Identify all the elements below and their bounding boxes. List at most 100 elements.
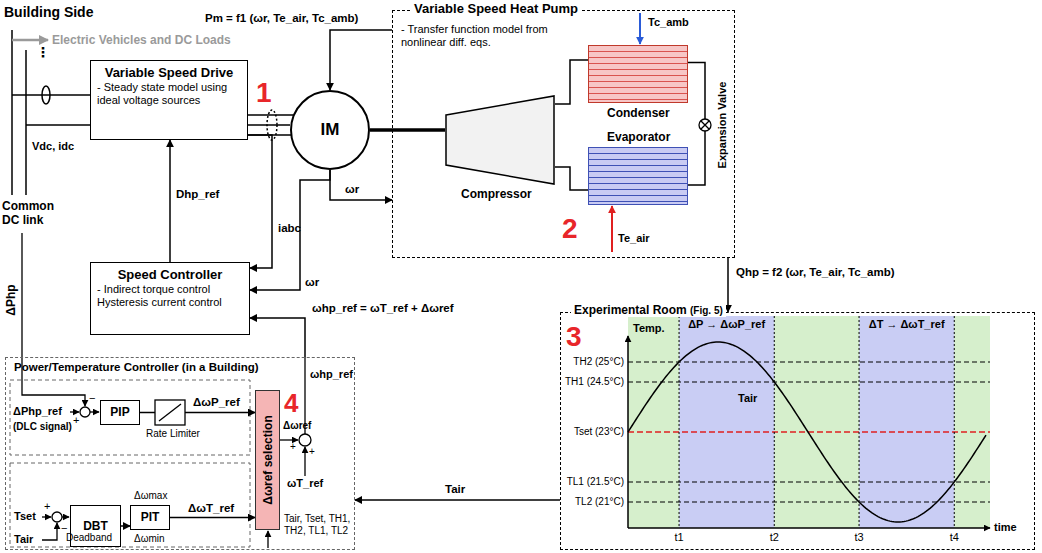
connector	[170, 517, 255, 519]
time-label: t3	[854, 531, 863, 544]
signal-wire	[42, 523, 57, 540]
dc-bus	[42, 86, 50, 104]
compressor-outline	[446, 96, 554, 184]
rate-limiter	[159, 404, 181, 421]
time-marker	[954, 316, 955, 528]
node-title: Power/Temperature Controller (in a Build…	[14, 361, 259, 375]
node-text: Deadband	[64, 532, 114, 544]
band-label: ΔP → ΔωP_ref	[688, 318, 765, 331]
dc-bus	[11, 30, 13, 195]
control-band	[859, 316, 954, 528]
dc-bus	[25, 50, 27, 195]
node-title: Variable Speed Heat Pump	[411, 1, 581, 17]
connector	[727, 258, 729, 312]
controller-block: PIP	[100, 400, 140, 425]
process-box: Variable Speed Drive- Steady state model…	[90, 60, 248, 140]
axis-label: Temp.	[633, 322, 665, 335]
node-title: Δωref selection	[260, 415, 274, 504]
node-title: DBT	[83, 519, 108, 533]
connector	[250, 170, 330, 290]
expansion-valve	[699, 119, 711, 131]
dc-bus	[26, 124, 90, 126]
node-text: - Indirect torque control Hysteresis cur…	[97, 283, 243, 309]
connector-label: Dhp_ref	[176, 188, 219, 202]
time-marker	[774, 316, 775, 528]
callout-number: 1	[256, 76, 272, 110]
node-title: Condenser	[607, 106, 670, 120]
signal-label: ΔPhp_ref	[13, 405, 62, 418]
dc-bus	[12, 30, 90, 195]
compressor-symbol: Compressor	[445, 95, 555, 185]
signal-label: ⋮	[36, 44, 50, 61]
sign-mark: +	[44, 500, 50, 513]
signal-label: Δωmax	[134, 490, 167, 502]
signal-wire	[70, 411, 79, 412]
signal-label: (DLC signal)	[13, 421, 72, 433]
signal-label: Tair	[14, 533, 33, 546]
signal-wire	[42, 357, 305, 548]
control-band	[679, 316, 954, 528]
threshold-line	[628, 362, 990, 502]
chart-axis	[628, 336, 990, 528]
signal-label: Common DC link	[2, 199, 64, 228]
threshold-line	[628, 482, 990, 483]
controller-block: PIT	[130, 505, 170, 530]
selection-block: Δωref selection	[255, 390, 280, 530]
connector	[250, 318, 305, 357]
summing-junction	[52, 512, 62, 522]
connector	[355, 499, 560, 501]
connector-label: Tair	[445, 483, 465, 497]
sign-mark: −	[89, 392, 95, 405]
sign-mark: −	[61, 522, 67, 535]
signal-wire	[42, 516, 51, 517]
node-title: Experimental Room	[571, 303, 690, 317]
connector	[330, 30, 392, 90]
compressor-outline	[445, 95, 555, 185]
motor-circle: IM	[290, 90, 370, 170]
signal-label: Expansion Valve	[716, 82, 729, 169]
threshold-label: TH1 (24.5°C)	[565, 376, 624, 388]
signal-label: Rate Limiter	[146, 428, 200, 440]
connector	[248, 124, 290, 126]
threshold-label: TH2 (25°C)	[573, 356, 624, 368]
time-marker	[859, 316, 860, 528]
subsystem-frame: Experimental Room(Fig. 5)	[560, 312, 1035, 550]
connector	[555, 60, 588, 104]
signal-label: Tset	[14, 510, 36, 523]
signal-wire	[62, 516, 69, 517]
deadband-block: DBTDeadband	[70, 505, 121, 547]
signal-label: Δωref	[283, 420, 311, 432]
connector-label: ΔωT_ref	[188, 502, 234, 516]
ev-load-arrow	[12, 39, 48, 42]
loop-frame	[10, 380, 250, 547]
signal-label: Tair, Tset, TH1, TH2, TL1, TL2	[284, 513, 352, 537]
temperature-chart	[628, 316, 990, 528]
axis-label: time	[994, 521, 1017, 534]
chart-axis	[627, 336, 629, 528]
band-label: ΔT → ΔωT_ref	[869, 318, 945, 331]
time-marker	[679, 316, 680, 528]
loop-frame	[10, 380, 250, 455]
connector-label: ωr	[305, 276, 319, 290]
connector-label: ΔωP_ref	[193, 396, 240, 410]
threshold-label: Tset (23°C)	[574, 426, 624, 438]
connector-label: iabc	[278, 222, 301, 236]
node-title: Compressor	[461, 187, 532, 201]
summing-junction	[299, 434, 311, 446]
threshold-line	[628, 362, 990, 363]
chart-axis	[628, 527, 990, 529]
condenser-coil: Condenser	[588, 45, 688, 103]
callout-number: 4	[284, 388, 298, 419]
node-title: Evaporator	[607, 130, 670, 144]
sign-mark: +	[309, 446, 315, 458]
loop-frame	[10, 463, 250, 547]
signal-wire	[304, 447, 305, 476]
temperature-chart	[628, 316, 990, 528]
summing-junction	[80, 407, 90, 417]
connector-label: Qhp = f2 (ωr, Te_air, Tc_amb)	[736, 266, 895, 280]
signal-label: Tc_amb	[648, 16, 689, 29]
time-label: t2	[770, 531, 779, 544]
connector-label: ωhp_ref = ωT_ref + Δωref	[312, 302, 454, 316]
callout-number: 3	[566, 320, 582, 354]
